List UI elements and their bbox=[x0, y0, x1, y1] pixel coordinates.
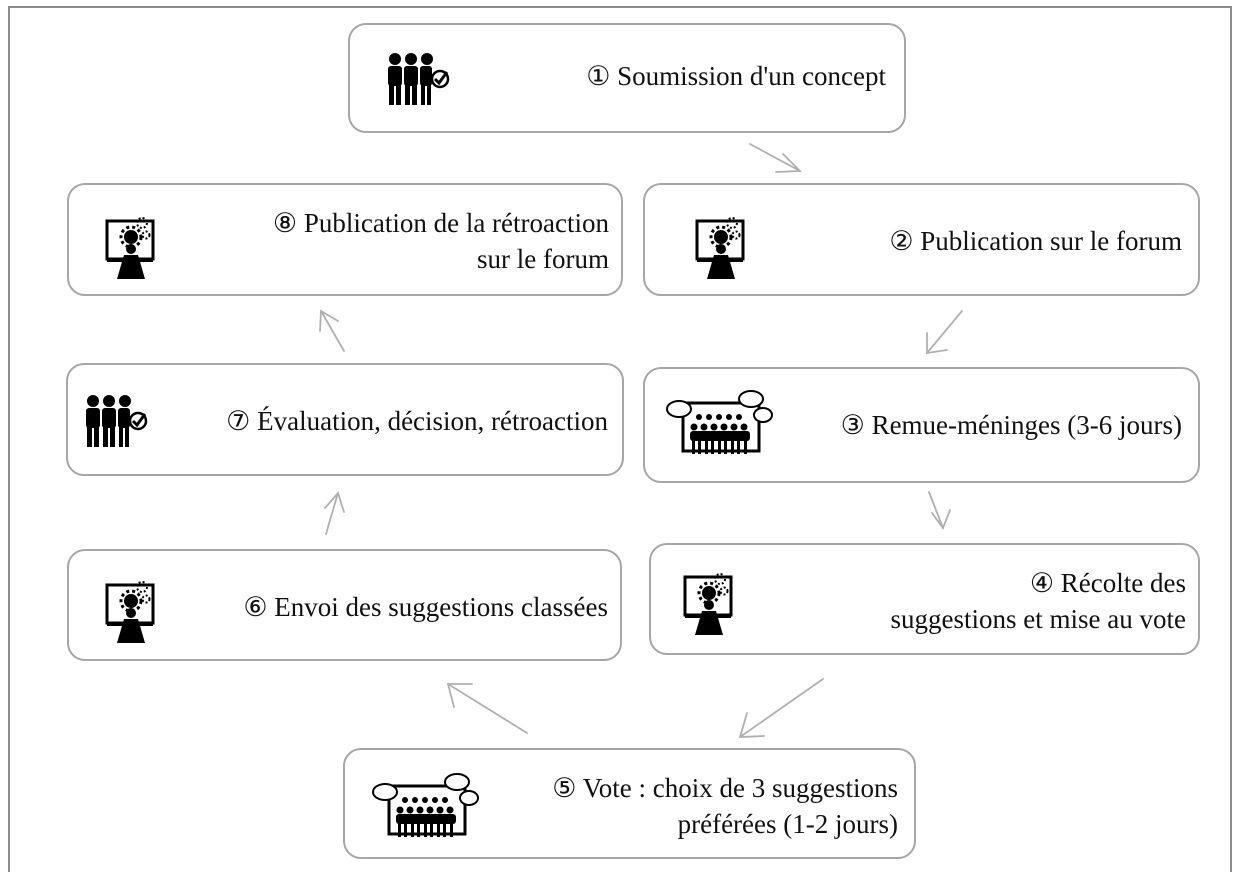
arrow-1-to-2 bbox=[749, 143, 803, 173]
arrow-4-to-5 bbox=[738, 678, 824, 738]
arrow-2-to-3 bbox=[926, 310, 963, 355]
team-check-icon bbox=[86, 395, 148, 447]
step-3-label: ③ Remue-méninges (3-6 jours) bbox=[840, 410, 1182, 440]
frame-border-left bbox=[8, 6, 10, 872]
step-8-box: ⑧ Publication de la rétroaction sur le f… bbox=[67, 183, 623, 296]
step-6-box: ⑥ Envoi des suggestions classées bbox=[67, 549, 622, 661]
step-5-box: ⑤ Vote : choix de 3 suggestions préférée… bbox=[343, 748, 916, 859]
computer-user-icon bbox=[105, 581, 155, 643]
frame-border-top bbox=[8, 6, 1230, 8]
step-1-label: ① Soumission d'un concept bbox=[586, 61, 886, 91]
team-check-icon bbox=[388, 53, 450, 105]
audience-icon bbox=[666, 390, 773, 454]
audience-icon bbox=[372, 773, 479, 837]
step-3-box: ③ Remue-méninges (3-6 jours) bbox=[643, 367, 1200, 483]
computer-user-icon bbox=[105, 217, 155, 279]
step-4-label: ④ Récolte des suggestions et mise au vot… bbox=[890, 568, 1186, 634]
step-4-box: ④ Récolte des suggestions et mise au vot… bbox=[649, 543, 1200, 655]
step-7-box: ⑦ Évaluation, décision, rétroaction bbox=[66, 363, 624, 476]
step-6-label: ⑥ Envoi des suggestions classées bbox=[243, 592, 608, 622]
arrow-3-to-4 bbox=[928, 491, 951, 530]
step-1-box: ① Soumission d'un concept bbox=[348, 23, 906, 133]
arrow-6-to-7 bbox=[324, 491, 345, 535]
step-2-box: ② Publication sur le forum bbox=[643, 183, 1200, 296]
step-2-label: ② Publication sur le forum bbox=[889, 226, 1182, 256]
frame-border-right bbox=[1230, 6, 1232, 872]
arrow-7-to-8 bbox=[319, 309, 345, 352]
arrow-5-to-6 bbox=[446, 683, 528, 734]
step-7-label: ⑦ Évaluation, décision, rétroaction bbox=[226, 406, 608, 436]
computer-user-icon bbox=[695, 217, 745, 279]
computer-user-icon bbox=[683, 573, 733, 635]
step-5-label: ⑤ Vote : choix de 3 suggestions préférée… bbox=[552, 773, 898, 839]
step-8-label: ⑧ Publication de la rétroaction sur le f… bbox=[272, 208, 609, 274]
